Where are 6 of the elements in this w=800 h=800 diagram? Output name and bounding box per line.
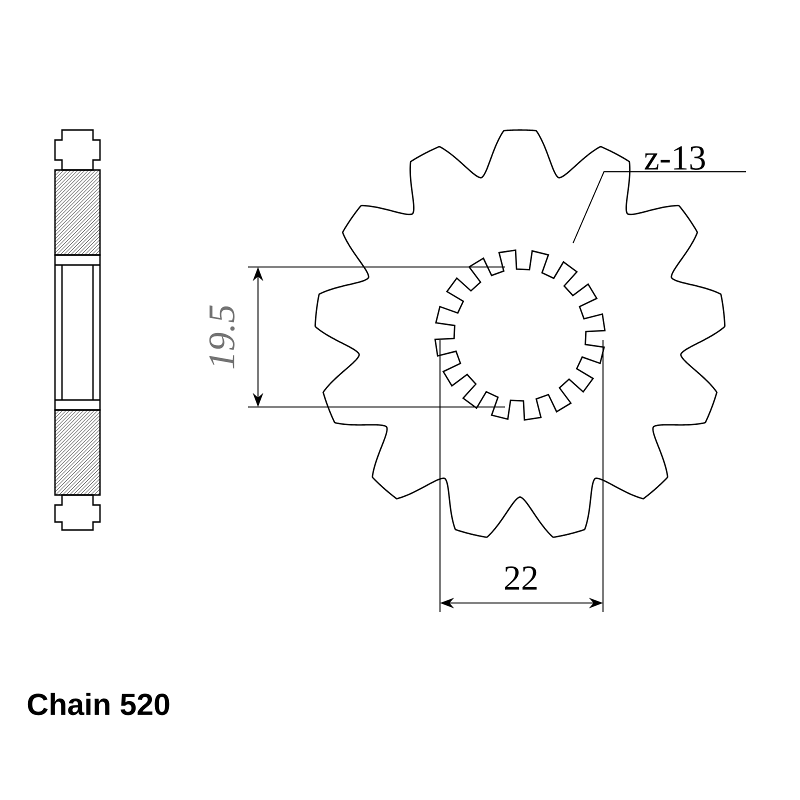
leader-line — [572, 171, 746, 244]
chain-label: Chain 520 — [28, 692, 170, 716]
sprocket-drawing — [314, 129, 726, 538]
dimension-label: 19.5 — [209, 305, 235, 368]
dimension-label: 22 — [502, 565, 540, 591]
leader-label: z-13 — [644, 146, 705, 170]
